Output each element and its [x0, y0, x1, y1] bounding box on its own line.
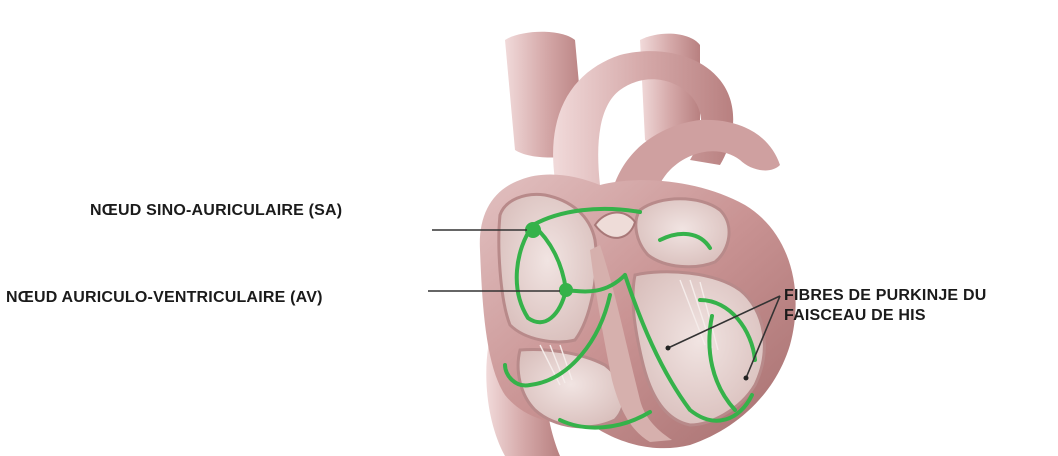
sa-node-label: NŒUD SINO-AURICULAIRE (SA) — [90, 201, 342, 221]
av-node-label: NŒUD AURICULO-VENTRICULAIRE (AV) — [6, 288, 323, 308]
av-node-dot — [559, 283, 573, 297]
purkinje-label-line-2: FAISCEAU DE HIS — [784, 306, 986, 326]
purkinje-leader-end-2 — [744, 376, 749, 381]
sa-node-dot — [525, 222, 541, 238]
purkinje-label-line-1: FIBRES DE PURKINJE DU — [784, 286, 986, 306]
purkinje-leader-end-1 — [666, 346, 671, 351]
purkinje-fibers-label: FIBRES DE PURKINJE DU FAISCEAU DE HIS — [784, 286, 986, 326]
